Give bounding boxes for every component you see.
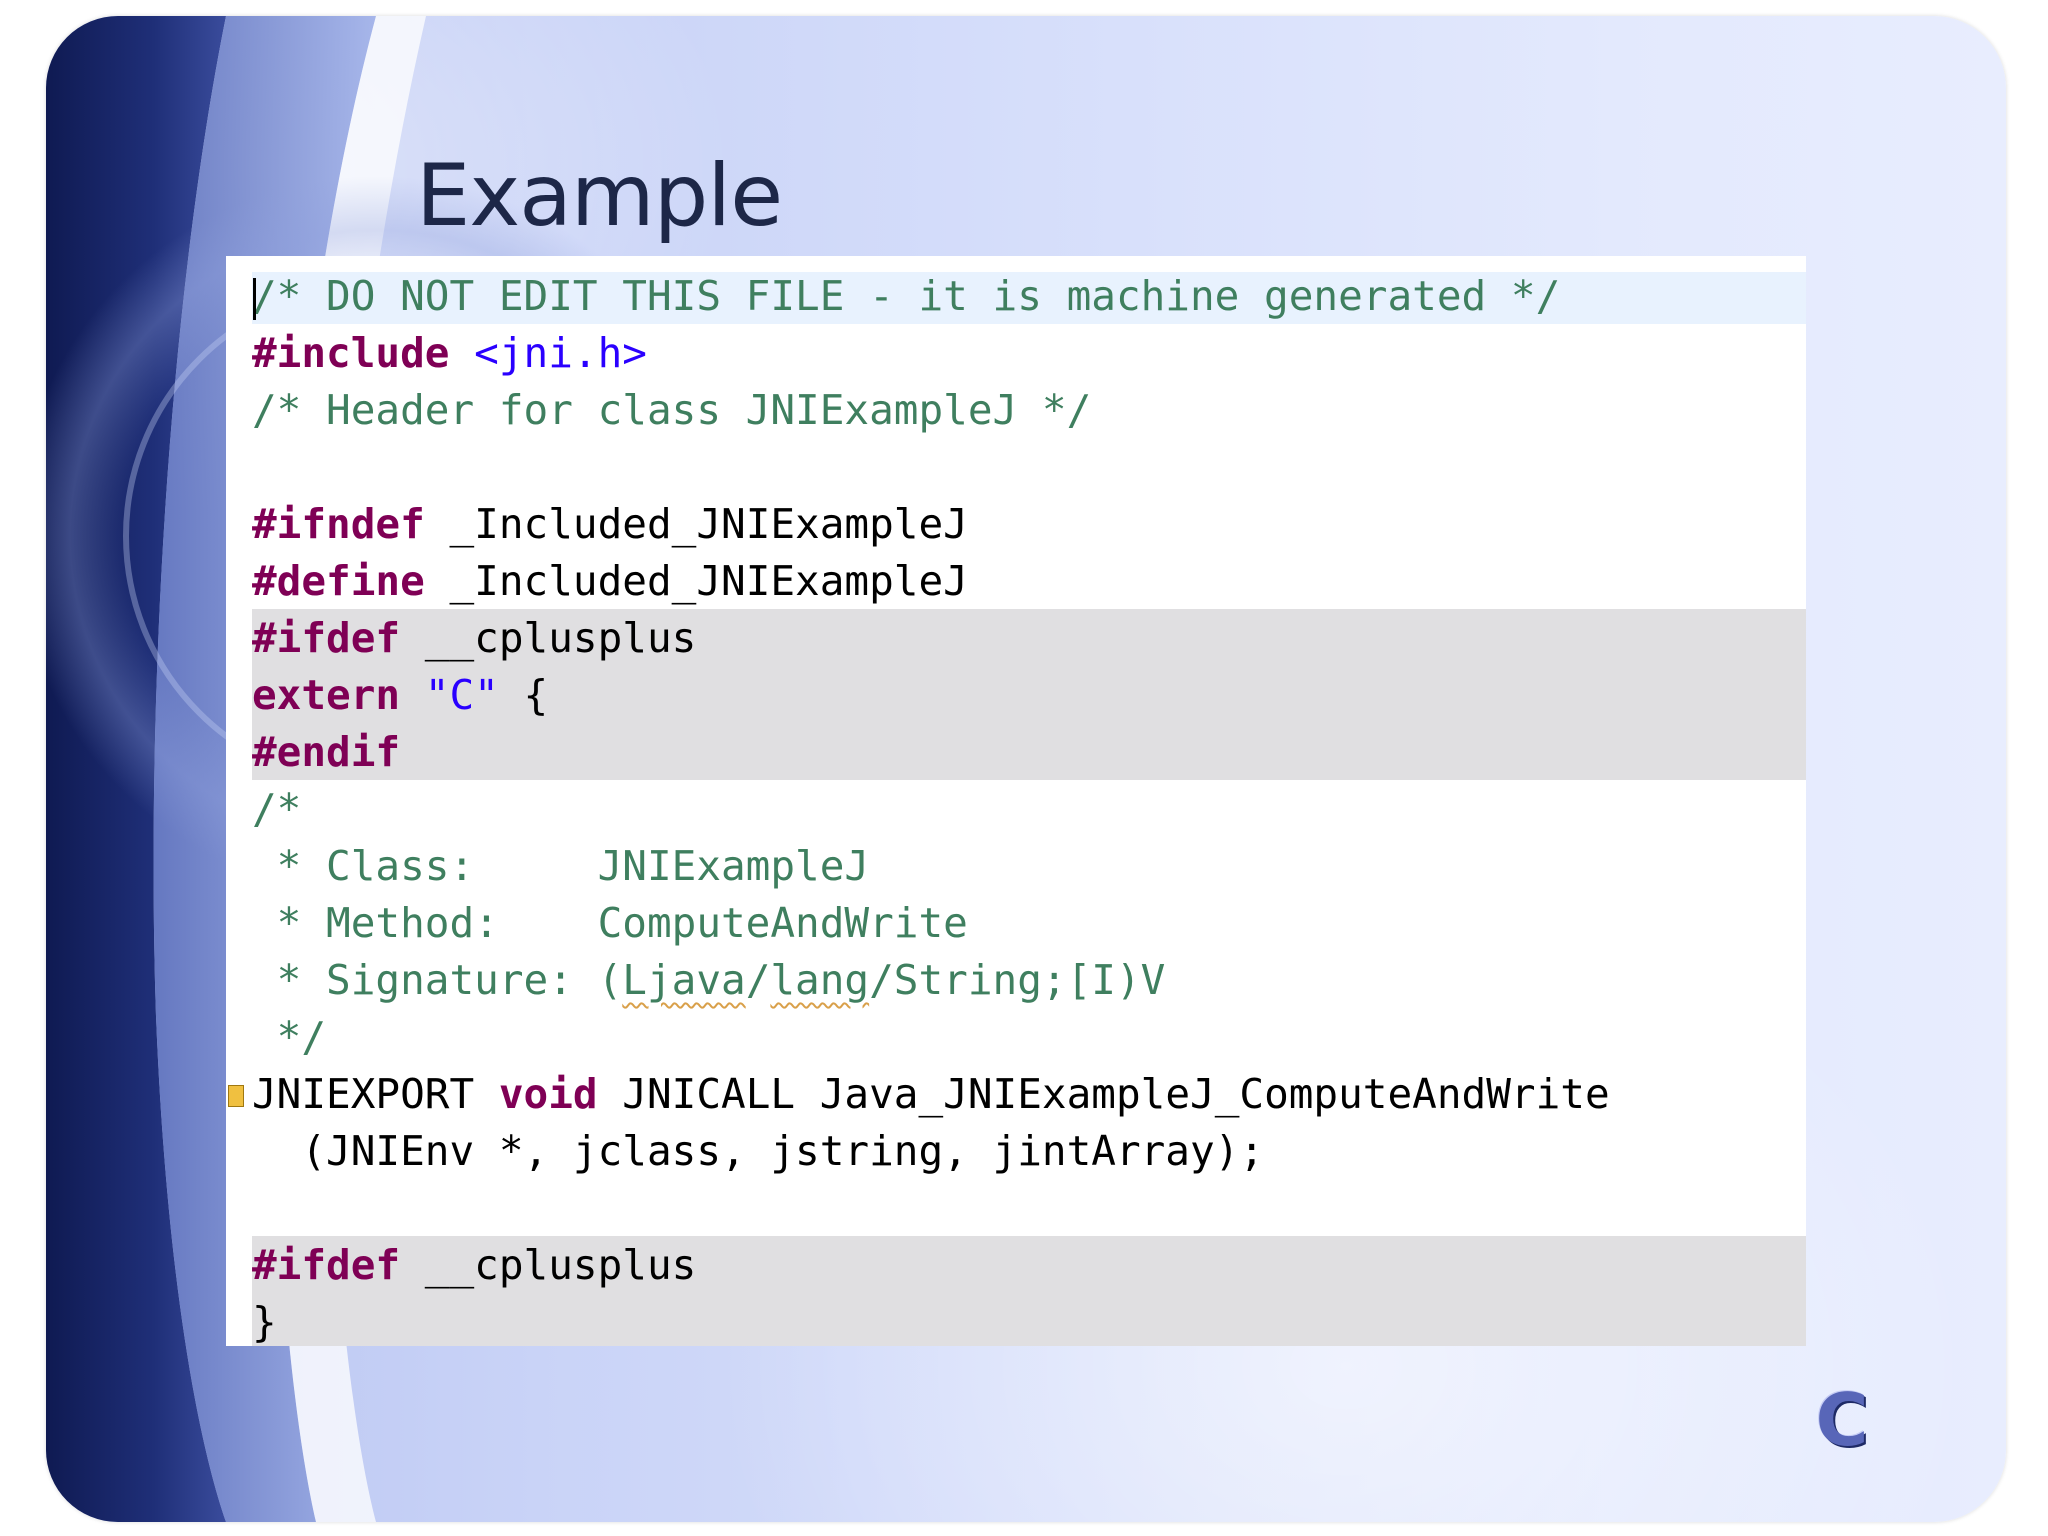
code-line[interactable]: extern "C" { — [252, 667, 1806, 724]
c-logo-icon: C — [1815, 1378, 1869, 1462]
code-line[interactable]: * Class: JNIExampleJ — [252, 838, 1806, 895]
code-token: <jni.h> — [474, 329, 647, 377]
code-token: * Signature: ( — [252, 956, 623, 1004]
code-token: #ifndef — [252, 500, 425, 548]
code-token: /* Header for class JNIExampleJ */ — [252, 386, 1092, 434]
code-token: void — [498, 1070, 598, 1118]
code-token — [449, 329, 474, 377]
code-line[interactable]: * Signature: (Ljava/lang/String;[I)V — [252, 952, 1806, 1009]
code-line[interactable]: #ifdef __cplusplus — [252, 1237, 1806, 1294]
code-token: #ifdef — [252, 614, 401, 662]
code-token: #ifdef — [252, 1241, 401, 1289]
code-token: #define — [252, 557, 425, 605]
code-line[interactable]: /* — [252, 781, 1806, 838]
code-token: * Method: ComputeAndWrite — [252, 899, 968, 947]
text-caret — [253, 278, 256, 320]
code-line[interactable]: JNIEXPORT void JNICALL Java_JNIExampleJ_… — [252, 1066, 1806, 1123]
code-line[interactable]: #ifndef _Included_JNIExampleJ — [252, 496, 1806, 553]
code-token — [400, 671, 425, 719]
code-line[interactable]: #endif — [252, 724, 1806, 781]
code-line[interactable]: #define _Included_JNIExampleJ — [252, 553, 1806, 610]
code-token: /String;[I)V — [869, 956, 1166, 1004]
code-line[interactable]: /* Header for class JNIExampleJ */ — [252, 382, 1806, 439]
slide-title: Example — [416, 146, 783, 246]
code-token: _Included_JNIExampleJ — [424, 500, 968, 548]
code-token: /* — [252, 785, 302, 833]
inactive-code-band — [252, 609, 1806, 780]
code-token: / — [745, 956, 771, 1004]
current-line-highlight — [252, 272, 1806, 324]
code-token: _Included_JNIExampleJ — [424, 557, 968, 605]
warning-marker-icon[interactable] — [228, 1085, 244, 1107]
code-token: lang — [770, 956, 870, 1004]
code-token: #endif — [252, 728, 401, 776]
code-editor-panel[interactable]: /* DO NOT EDIT THIS FILE - it is machine… — [226, 256, 1806, 1346]
code-token: extern — [252, 671, 401, 719]
code-line[interactable]: /* DO NOT EDIT THIS FILE - it is machine… — [252, 268, 1806, 325]
code-token: { — [498, 671, 549, 719]
code-token: } — [252, 1298, 277, 1346]
code-text[interactable]: /* DO NOT EDIT THIS FILE - it is machine… — [252, 268, 1806, 1351]
code-line[interactable]: (JNIEnv *, jclass, jstring, jintArray); — [252, 1123, 1806, 1180]
code-line[interactable]: */ — [252, 1009, 1806, 1066]
code-token: Ljava — [622, 956, 746, 1004]
code-token: JNIEXPORT — [252, 1070, 499, 1118]
code-token: #include — [252, 329, 450, 377]
code-line[interactable]: #ifdef __cplusplus — [252, 610, 1806, 667]
code-line[interactable] — [252, 439, 1806, 496]
code-token: * Class: JNIExampleJ — [252, 842, 870, 890]
code-token: (JNIEnv *, jclass, jstring, jintArray); — [252, 1127, 1265, 1175]
code-token: __cplusplus — [400, 1241, 697, 1289]
code-line[interactable]: #include <jni.h> — [252, 325, 1806, 382]
code-line[interactable] — [252, 1180, 1806, 1237]
code-token: __cplusplus — [400, 614, 697, 662]
code-token: */ — [252, 1013, 327, 1061]
code-token: JNICALL Java_JNIExampleJ_ComputeAndWrite — [597, 1070, 1610, 1118]
code-line[interactable]: * Method: ComputeAndWrite — [252, 895, 1806, 952]
code-token: /* DO NOT EDIT THIS FILE - it is machine… — [252, 272, 1561, 320]
code-line[interactable]: } — [252, 1294, 1806, 1351]
inactive-code-band — [252, 1236, 1806, 1346]
code-token: "C" — [424, 671, 499, 719]
